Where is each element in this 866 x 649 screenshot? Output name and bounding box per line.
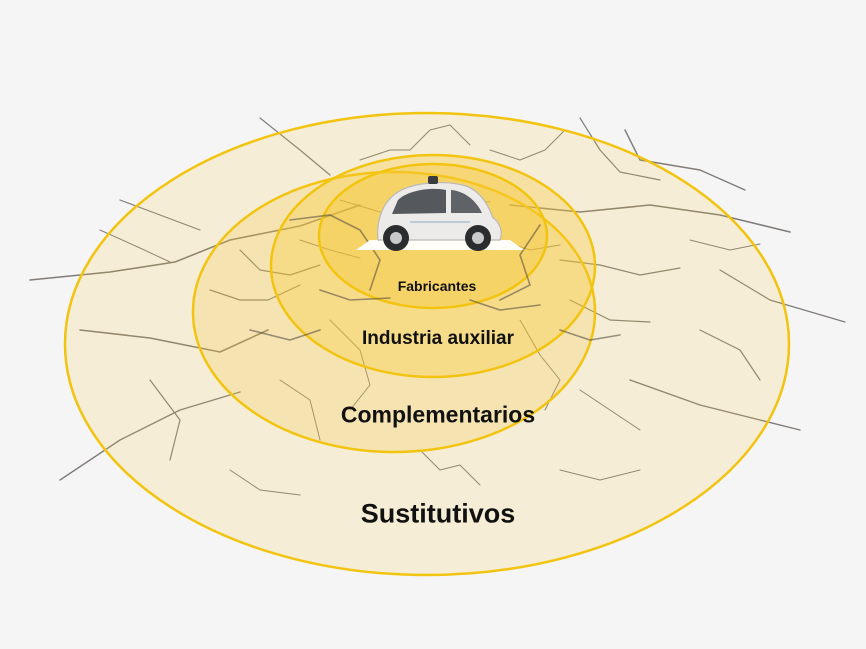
label-industria-auxiliar: Industria auxiliar <box>361 328 515 349</box>
cracked-ground-texture <box>29 117 846 496</box>
ring-sustitutivos <box>63 111 791 577</box>
label-sustitutivos: Sustitutivos <box>360 498 516 529</box>
label-complementarios: Complementarios <box>340 401 536 428</box>
ring-industria-auxiliar <box>269 153 597 379</box>
label-fabricantes: Fabricantes <box>397 278 477 294</box>
car-platform <box>356 240 524 250</box>
self-driving-car-icon <box>377 176 502 251</box>
inner-crack-lines <box>249 214 621 341</box>
